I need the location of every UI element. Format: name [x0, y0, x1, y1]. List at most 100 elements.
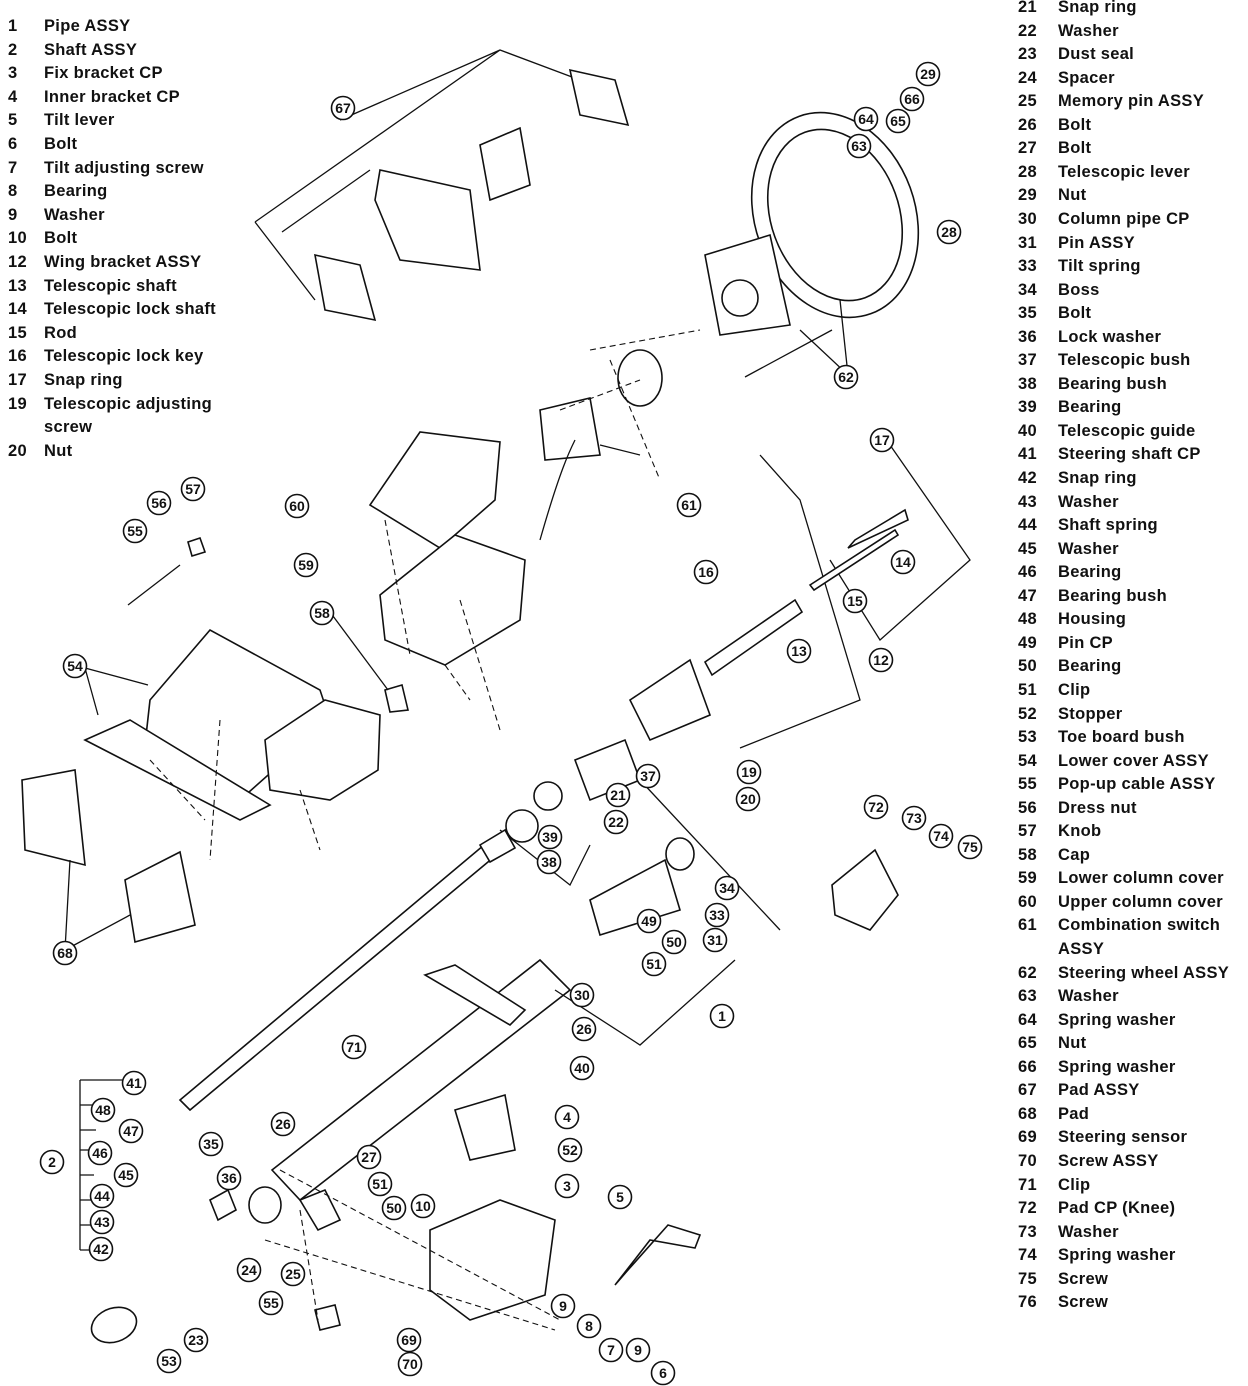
callout-number: 36: [221, 1170, 237, 1186]
legend-label: Screw ASSY: [1058, 1151, 1159, 1170]
callout-number: 74: [933, 828, 949, 844]
callout-number: 46: [92, 1145, 108, 1161]
legend-number: 57: [1018, 822, 1037, 841]
legend-label: Pin ASSY: [1058, 233, 1135, 252]
legend-number: 4: [8, 87, 18, 106]
callout-28: 28: [936, 219, 962, 245]
switch-ring: [617, 349, 663, 407]
callout-51: 51: [641, 951, 667, 977]
legend-label: Spring washer: [1058, 1057, 1176, 1076]
legend-label: ASSY: [1058, 940, 1105, 958]
pad-mount-part: [313, 253, 377, 322]
legend-number: 67: [1018, 1081, 1037, 1100]
legend-label: Toe board bush: [1058, 728, 1185, 747]
callout-59: 59: [293, 552, 319, 578]
callout-number: 43: [94, 1214, 110, 1230]
callout-number: 55: [127, 523, 143, 539]
callout-number: 10: [415, 1198, 431, 1214]
callout-44: 44: [89, 1183, 115, 1209]
callout-number: 50: [666, 934, 682, 950]
legend-number: 68: [1018, 1104, 1037, 1123]
callout-number: 28: [941, 224, 957, 240]
legend-label: Telescopic shaft: [44, 276, 177, 295]
legend-number: 15: [8, 323, 27, 342]
callout-number: 75: [962, 839, 978, 855]
callout-47: 47: [118, 1118, 144, 1144]
column-pipe-bracket: [423, 964, 527, 1027]
legend-label: Lower column cover: [1058, 869, 1224, 888]
legend-number: 10: [8, 229, 27, 248]
callout-1: 1: [709, 1003, 735, 1029]
legend-number: 54: [1018, 751, 1037, 770]
legend-number: 75: [1018, 1269, 1037, 1288]
callout-48: 48: [90, 1097, 116, 1123]
legend-label: Cap: [1058, 845, 1091, 864]
lower-cover-bracket: [83, 719, 272, 821]
callout-number: 6: [659, 1365, 667, 1381]
callout-69: 69: [396, 1327, 422, 1353]
callout-60: 60: [284, 493, 310, 519]
memory-pin-part: [298, 1188, 342, 1232]
legend-number: 69: [1018, 1128, 1037, 1147]
callout-54: 54: [62, 653, 88, 679]
callout-73: 73: [901, 805, 927, 831]
callout-39: 39: [537, 824, 563, 850]
upper-column-cover-part: [368, 431, 501, 549]
callout-41: 41: [121, 1070, 147, 1096]
callout-3: 3: [554, 1173, 580, 1199]
callout-75: 75: [957, 834, 983, 860]
callout-number: 50: [386, 1200, 402, 1216]
callout-number: 21: [610, 787, 626, 803]
legend-number: 2: [8, 40, 18, 59]
legend-number: 6: [8, 135, 18, 153]
legend-label: Bearing bush: [1058, 586, 1168, 605]
callout-number: 17: [874, 432, 890, 448]
callout-number: 13: [791, 643, 807, 659]
callout-number: 53: [161, 1353, 177, 1369]
legend-number: 29: [1018, 186, 1037, 205]
legend-label: Pad ASSY: [1058, 1081, 1140, 1100]
legend-label: Shaft spring: [1058, 516, 1158, 535]
callout-number: 72: [868, 799, 884, 815]
callout-number: 31: [707, 932, 723, 948]
legend-label: Dust seal: [1058, 45, 1135, 64]
callout-10: 10: [410, 1193, 436, 1219]
knob-part: [187, 536, 207, 558]
callout-number: 30: [574, 987, 590, 1003]
callout-number: 9: [634, 1342, 642, 1358]
legend-label: Bolt: [1058, 115, 1092, 134]
legend-number: 20: [8, 441, 27, 460]
bearing-39-part: [533, 781, 563, 811]
callout-number: 5: [616, 1189, 624, 1205]
legend-label: Housing: [1058, 610, 1127, 629]
callout-number: 4: [563, 1109, 571, 1125]
legend-label: Washer: [44, 205, 105, 224]
callout-number: 47: [123, 1123, 139, 1139]
callout-37: 37: [635, 763, 661, 789]
legend-label: Nut: [1058, 1034, 1087, 1053]
legend-number: 40: [1018, 421, 1037, 440]
legend-label: Inner bracket CP: [44, 87, 180, 106]
legend-label: Clip: [1058, 1175, 1091, 1194]
legend-number: 35: [1018, 304, 1037, 323]
legend-number: 51: [1018, 680, 1037, 699]
callout-19: 19: [736, 759, 762, 785]
legend-label: Bearing: [1058, 398, 1122, 417]
legend-number: 59: [1018, 869, 1037, 888]
callout-64: 64: [853, 106, 879, 132]
dust-seal-part: [90, 1306, 138, 1344]
legend-number: 24: [1018, 68, 1037, 87]
legend-number: 52: [1018, 704, 1037, 723]
callout-26: 26: [571, 1016, 597, 1042]
pad-assy-part: [374, 169, 481, 271]
callout-number: 35: [203, 1136, 219, 1152]
legend-label: Pop-up cable ASSY: [1058, 775, 1216, 794]
legend-number: 46: [1018, 563, 1037, 582]
legend-label: Telescopic guide: [1058, 421, 1196, 440]
callout-number: 66: [904, 91, 920, 107]
legend-label: Snap ring: [1058, 0, 1137, 16]
bearing-bush-47-part: [208, 1188, 238, 1222]
legend-label: Washer: [1058, 492, 1119, 511]
legend-label: Screw: [1058, 1293, 1109, 1312]
callout-number: 63: [851, 138, 867, 154]
